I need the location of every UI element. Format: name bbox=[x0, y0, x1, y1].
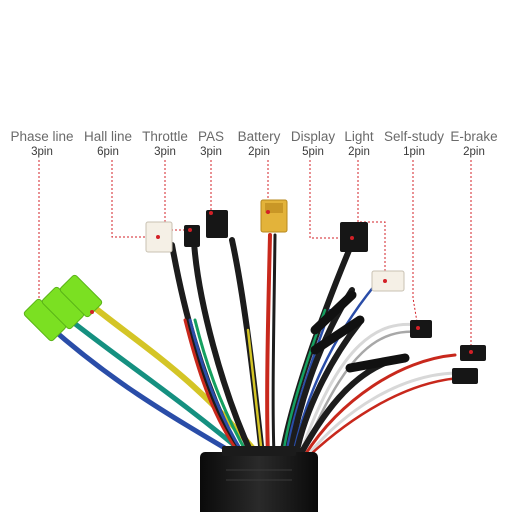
label-selfstudy: Self-study 1pin bbox=[383, 129, 445, 159]
battery-wire-red bbox=[265, 233, 272, 457]
light-connector bbox=[371, 270, 405, 292]
selfstudy-wire-white bbox=[298, 322, 420, 457]
throttle-connector bbox=[184, 225, 200, 247]
label-light-pins: 2pin bbox=[348, 146, 370, 159]
battery-wire-black bbox=[271, 233, 277, 457]
ebrake-wire-white bbox=[306, 371, 457, 457]
phase-wire-blue bbox=[45, 322, 248, 463]
leader-hall bbox=[111, 160, 158, 238]
label-selfstudy-pins: 1pin bbox=[403, 146, 425, 159]
label-hall-pins: 6pin bbox=[97, 146, 119, 159]
sheath-display bbox=[310, 290, 357, 335]
label-phase-name: Phase line bbox=[10, 129, 74, 144]
hall-wire-red bbox=[183, 318, 242, 457]
label-throttle-name: Throttle bbox=[142, 129, 188, 144]
label-hall: Hall line 6pin bbox=[83, 129, 133, 159]
pas-connector bbox=[206, 210, 228, 238]
label-pas-pins: 3pin bbox=[200, 146, 222, 159]
ebrake-wire-red bbox=[303, 353, 457, 457]
label-battery-pins: 2pin bbox=[248, 146, 270, 159]
label-pas: PAS 3pin bbox=[197, 129, 225, 159]
phase-connector-3 bbox=[59, 274, 103, 318]
sheath-light bbox=[310, 315, 365, 355]
label-display: Display 5pin bbox=[290, 129, 336, 159]
phase-connectors bbox=[23, 274, 103, 342]
pas-wire-yellow bbox=[246, 328, 264, 457]
ebrake-connector-2 bbox=[452, 368, 478, 384]
display-connector bbox=[340, 222, 368, 252]
battery-connector bbox=[260, 199, 288, 233]
cable-bundle bbox=[45, 233, 462, 463]
label-ebrake: E-brake 2pin bbox=[450, 129, 498, 159]
leader-throttle bbox=[164, 160, 190, 231]
connectors bbox=[23, 199, 486, 384]
display-wire-blue bbox=[284, 308, 332, 457]
selfstudy-wire-black bbox=[293, 319, 363, 458]
phase-wire-yellow bbox=[82, 297, 265, 463]
ebrake-wire-red-2 bbox=[308, 376, 462, 457]
label-pas-name: PAS bbox=[197, 129, 225, 144]
phase-wire-green bbox=[57, 309, 255, 463]
label-light-name: Light bbox=[344, 129, 374, 144]
label-selfstudy-name: Self-study bbox=[383, 129, 445, 144]
hall-wire-green bbox=[193, 318, 250, 457]
label-battery: Battery 2pin bbox=[237, 129, 281, 159]
label-battery-name: Battery bbox=[237, 129, 281, 144]
label-hall-name: Hall line bbox=[83, 129, 133, 144]
label-throttle-pins: 3pin bbox=[154, 146, 176, 159]
leader-light bbox=[357, 160, 386, 281]
hall-wire-blue bbox=[188, 318, 246, 457]
selfstudy-connector bbox=[410, 320, 432, 338]
label-ebrake-pins: 2pin bbox=[463, 146, 485, 159]
leader-display bbox=[309, 160, 352, 239]
sheath-ebrake bbox=[345, 353, 410, 373]
controller-box bbox=[200, 446, 318, 512]
label-light: Light 2pin bbox=[344, 129, 374, 159]
throttle-wire bbox=[191, 239, 255, 458]
label-display-name: Display bbox=[290, 129, 336, 144]
label-display-pins: 5pin bbox=[302, 146, 324, 159]
leader-selfstudy bbox=[412, 160, 419, 329]
label-phase: Phase line 3pin bbox=[10, 129, 74, 159]
label-throttle: Throttle 3pin bbox=[142, 129, 188, 159]
ebrake-connector-1 bbox=[460, 345, 486, 361]
target-dots bbox=[90, 210, 473, 354]
label-ebrake-name: E-brake bbox=[450, 129, 498, 144]
label-phase-pins: 3pin bbox=[31, 146, 53, 159]
